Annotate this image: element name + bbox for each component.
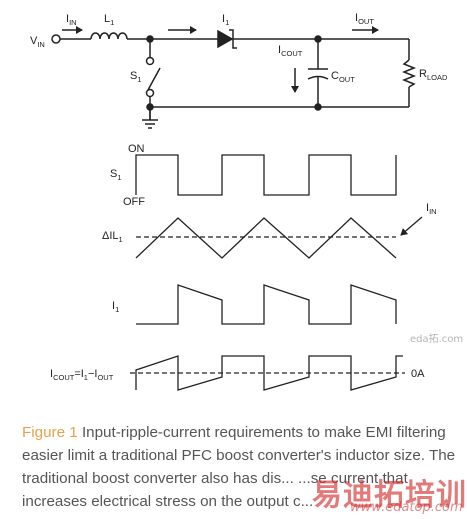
label-cout: COUT [331, 70, 355, 84]
label-iin: IIN [66, 13, 77, 27]
label-vin: VIN [30, 35, 45, 49]
label-on: ON [128, 143, 145, 155]
circuit-schematic [51, 26, 417, 129]
diode-current-wave [136, 284, 397, 325]
inductor-current-triangle [135, 217, 397, 259]
watermark-small: eda拓.com [410, 334, 464, 345]
watermark-url: www.edatop.com [350, 500, 463, 515]
caption-text: Input-ripple-current requirements to mak… [22, 424, 456, 510]
switch-contact-top [145, 56, 155, 66]
s1-square-wave [135, 154, 397, 196]
vin-terminal [51, 34, 61, 44]
label-l1: L1 [104, 13, 114, 27]
boost-converter-figure: VIN IIN L1 I1 IOUT ICOUT COUT RLOAD S1 O… [30, 12, 448, 391]
label-i1-wave: I1 [112, 300, 119, 314]
switch-s1-blade [147, 67, 161, 91]
label-rload: RLOAD [419, 68, 448, 82]
label-icout: ICOUT [278, 44, 303, 58]
figure-caption: Figure 1 Input-ripple-current requiremen… [22, 421, 462, 513]
cap-current-wave [135, 355, 403, 391]
switch-contact-bottom [145, 88, 155, 98]
node-dot-cap-bottom [314, 103, 322, 111]
label-off: OFF [123, 196, 145, 208]
watermark-logo: 易迪拓培训 [312, 478, 467, 513]
label-i1-circuit: I1 [222, 13, 229, 27]
node-dot-bottom-switch [146, 103, 154, 111]
label-s1-circuit: S1 [130, 70, 142, 84]
label-delta-il1: ΔIL1 [102, 230, 123, 244]
cap-plate-bottom [307, 75, 329, 80]
label-zero-amps: 0A [411, 368, 425, 380]
label-s1-wave: S1 [110, 168, 122, 182]
label-iout: IOUT [355, 12, 374, 26]
figure-label: Figure 1 [22, 424, 78, 441]
diode-d1 [217, 29, 234, 49]
resistor-rload [401, 59, 417, 88]
iin-pointer-arrow [400, 216, 423, 236]
label-icout-equation: ICOUT=I1−IOUT [50, 368, 114, 382]
inductor-l1 [90, 32, 128, 40]
label-iin-wave: IIN [426, 202, 437, 216]
